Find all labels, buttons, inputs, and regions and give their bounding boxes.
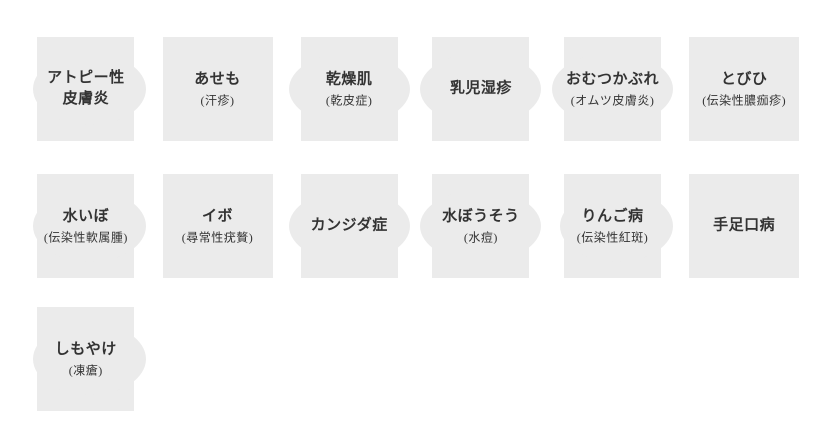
disease-card-text: 乾燥肌 (乾皮症) xyxy=(286,70,412,109)
disease-card-text: あせも (汗疹) xyxy=(146,70,289,109)
disease-name-line1: 水ぼうそう xyxy=(442,208,520,225)
disease-subname: (凍瘡) xyxy=(68,363,103,378)
disease-card[interactable]: アトピー性 皮膚炎 xyxy=(33,37,147,141)
disease-subname: (伝染性膿痂疹) xyxy=(702,93,787,108)
disease-card[interactable]: 乾燥肌 (乾皮症) xyxy=(288,37,410,141)
disease-card-text: アトピー性 皮膚炎 xyxy=(23,68,149,110)
disease-subname: (汗疹) xyxy=(200,93,235,108)
disease-card-text: 水ぼうそう (水痘) xyxy=(418,207,544,246)
disease-card-text: とびひ (伝染性膿痂疹) xyxy=(673,70,816,109)
disease-card[interactable]: しもやけ (凍瘡) xyxy=(33,307,147,411)
disease-card[interactable]: 手足口病 xyxy=(689,174,800,278)
disease-card[interactable]: イボ (尋常性疣贅) xyxy=(162,174,273,278)
disease-card-text: 水いぼ (伝染性軟属腫) xyxy=(23,207,149,246)
disease-subname: (伝染性紅斑) xyxy=(576,230,649,245)
disease-name-line1: アトピー性 xyxy=(47,70,125,86)
disease-card[interactable]: おむつかぶれ (オムツ皮膚炎) xyxy=(552,37,674,141)
disease-card-text: おむつかぶれ (オムツ皮膚炎) xyxy=(549,70,675,109)
disease-name-line1: 水いぼ xyxy=(62,208,110,225)
disease-card-text: りんご病 (伝染性紅斑) xyxy=(549,207,675,246)
disease-name-line1: カンジダ症 xyxy=(310,217,388,234)
disease-name-line1: イボ xyxy=(201,208,233,225)
disease-card[interactable]: カンジダ症 xyxy=(288,174,410,278)
disease-card-text: イボ (尋常性疣贅) xyxy=(146,207,289,246)
disease-name-line1: おむつかぶれ xyxy=(566,71,660,88)
disease-name-line2: 皮膚炎 xyxy=(62,91,110,107)
disease-card[interactable]: あせも (汗疹) xyxy=(162,37,273,141)
card-row-1: アトピー性 皮膚炎 あせも (汗疹) 乾燥肌 (乾皮症) xyxy=(20,37,810,141)
disease-subname: (伝染性軟属腫) xyxy=(43,230,128,245)
disease-name-line1: 乾燥肌 xyxy=(325,71,373,88)
disease-name-line1: りんご病 xyxy=(581,208,644,225)
disease-card[interactable]: 乳児湿疹 xyxy=(420,37,542,141)
disease-name-line1: とびひ xyxy=(720,71,768,88)
disease-subname: (オムツ皮膚炎) xyxy=(570,93,655,108)
disease-card-text: しもやけ (凍瘡) xyxy=(23,340,149,379)
disease-card-text: 乳児湿疹 xyxy=(418,79,544,100)
disease-card[interactable]: りんご病 (伝染性紅斑) xyxy=(560,174,674,278)
disease-card-text: 手足口病 xyxy=(673,216,816,237)
card-row-3: しもやけ (凍瘡) xyxy=(20,307,810,411)
disease-name-line1: あせも xyxy=(194,71,241,88)
disease-name-line1: 手足口病 xyxy=(713,217,776,234)
disease-subname: (水痘) xyxy=(463,230,498,245)
disease-card-grid: アトピー性 皮膚炎 あせも (汗疹) 乾燥肌 (乾皮症) xyxy=(20,37,810,411)
disease-card[interactable]: 水ぼうそう (水痘) xyxy=(420,174,542,278)
disease-name-line1: 乳児湿疹 xyxy=(449,80,512,97)
card-row-2: 水いぼ (伝染性軟属腫) イボ (尋常性疣贅) カンジダ症 xyxy=(20,174,810,278)
disease-subname: (乾皮症) xyxy=(325,93,373,108)
disease-name-line1: しもやけ xyxy=(54,341,117,358)
disease-subname: (尋常性疣贅) xyxy=(181,230,254,245)
disease-card[interactable]: とびひ (伝染性膿痂疹) xyxy=(689,37,800,141)
disease-card-text: カンジダ症 xyxy=(286,216,412,237)
disease-card[interactable]: 水いぼ (伝染性軟属腫) xyxy=(33,174,147,278)
